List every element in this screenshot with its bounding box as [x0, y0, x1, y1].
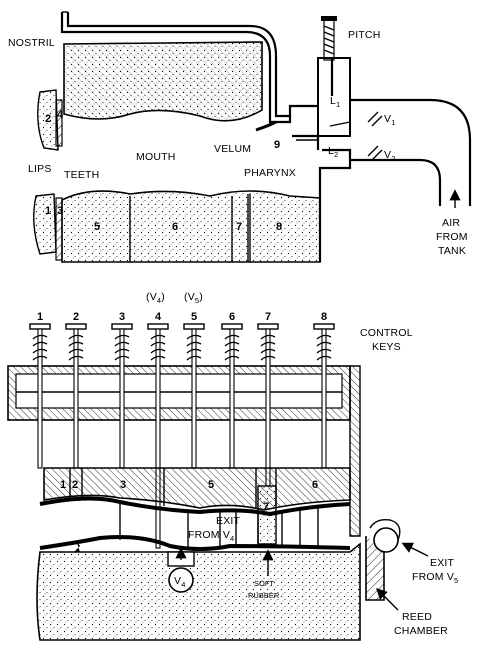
key-spring	[68, 334, 84, 361]
control-key-2[interactable]: 2	[65, 311, 87, 469]
label-exit-y5-line2: FROM V5	[412, 571, 458, 585]
label-v1: V1	[384, 113, 396, 127]
block-num-5: 5	[208, 479, 214, 491]
tongue-block	[61, 190, 321, 263]
label-from: FROM	[436, 231, 468, 243]
upper-num-6: 6	[172, 221, 178, 233]
label-chamber: CHAMBER	[394, 625, 448, 637]
upper-num-9: 9	[274, 139, 280, 151]
pharynx-wall	[318, 148, 352, 262]
control-key-number: 3	[119, 311, 125, 323]
control-key-number: 6	[229, 311, 235, 323]
label-soft: SOFT	[254, 579, 274, 588]
block-num-3: 3	[120, 479, 126, 491]
upper-num-4: 4	[57, 109, 64, 121]
label-mouth: MOUTH	[136, 151, 176, 163]
key-spring	[114, 334, 130, 361]
key-cap[interactable]	[257, 323, 279, 330]
v4-bulb	[168, 567, 194, 593]
label-exit-y4-line2: FROM V4	[188, 529, 234, 543]
key-spring	[224, 334, 240, 361]
block-num-2: 2	[72, 479, 78, 491]
control-key-number: 1	[37, 311, 43, 323]
lower-lip	[33, 193, 57, 255]
key-rod	[265, 328, 271, 487]
base-block	[36, 542, 361, 641]
outer-case	[349, 365, 361, 537]
velum-flap	[255, 120, 277, 132]
control-key-1[interactable]: 1	[29, 311, 51, 469]
label-l2: L2	[328, 145, 338, 159]
label-v4-bulb: V4	[174, 575, 186, 589]
label-exit-y4-line1: EXIT	[216, 515, 241, 527]
label-reed: REED	[402, 611, 432, 623]
key-label-v5: (V5)	[184, 291, 203, 305]
label-teeth: TEETH	[64, 169, 99, 181]
valve-v2	[367, 145, 383, 161]
key-cap[interactable]	[65, 323, 87, 330]
upper-num-1: 1	[45, 205, 51, 217]
block-num-1: 1	[60, 479, 66, 491]
key-rod	[155, 328, 161, 549]
key-rod	[37, 328, 43, 469]
control-key-number: 4	[155, 311, 162, 323]
key-cap[interactable]	[221, 323, 243, 330]
label-air: AIR	[442, 217, 460, 229]
tube-lower-wall	[39, 535, 351, 551]
control-key-number: 8	[321, 311, 327, 323]
label-pharynx: PHARYNX	[244, 167, 296, 179]
articulator-blocks	[43, 467, 351, 511]
block-num-6: 6	[312, 479, 318, 491]
control-key-number: 5	[191, 311, 197, 323]
key-spring	[260, 334, 276, 361]
upper-num-7: 7	[236, 221, 242, 233]
reed-chamber	[365, 536, 385, 601]
key-spring	[316, 334, 332, 361]
control-keys-label-2: KEYS	[372, 341, 401, 353]
upper-vocal-tract: NOSTRIL PITCH LIPS TEETH MOUTH VELUM PHA…	[8, 11, 472, 263]
control-key-number: 2	[73, 311, 79, 323]
upper-num-2: 2	[45, 113, 51, 125]
nasal-tube	[60, 12, 318, 124]
label-tank: TANK	[438, 245, 466, 257]
key-spring	[186, 334, 202, 361]
control-keys-label-1: CONTROL	[360, 327, 413, 339]
control-key-number: 7	[265, 311, 271, 323]
label-nostril: NOSTRIL	[8, 37, 55, 49]
key-cap[interactable]	[183, 323, 205, 330]
block-num-7: 7	[263, 501, 269, 513]
key-spring	[32, 334, 48, 361]
upper-lip	[37, 89, 59, 151]
valve-v1	[367, 111, 383, 127]
control-key-4[interactable]: 4	[147, 311, 169, 549]
key-spring	[150, 334, 166, 361]
key-cap[interactable]	[313, 323, 335, 330]
label-l1: L1	[330, 95, 340, 109]
upper-num-3: 3	[57, 205, 63, 217]
air-pipe	[350, 98, 472, 206]
key-label-v4: (V4)	[146, 291, 165, 305]
tube-upper-wall	[39, 496, 351, 517]
key-cap[interactable]	[147, 323, 169, 330]
upper-num-8: 8	[276, 221, 282, 233]
label-rubber: RUBBER	[248, 591, 280, 600]
label-pitch: PITCH	[348, 29, 381, 41]
label-exit-y5-line1: EXIT	[430, 557, 455, 569]
label-lips: LIPS	[28, 163, 52, 175]
label-velum: VELUM	[214, 143, 251, 155]
key-cap[interactable]	[111, 323, 133, 330]
label-v2: V2	[384, 149, 396, 163]
upper-teeth	[55, 99, 63, 147]
key-cap[interactable]	[29, 323, 51, 330]
reed-cylinder	[373, 527, 399, 553]
upper-num-5: 5	[94, 221, 100, 233]
